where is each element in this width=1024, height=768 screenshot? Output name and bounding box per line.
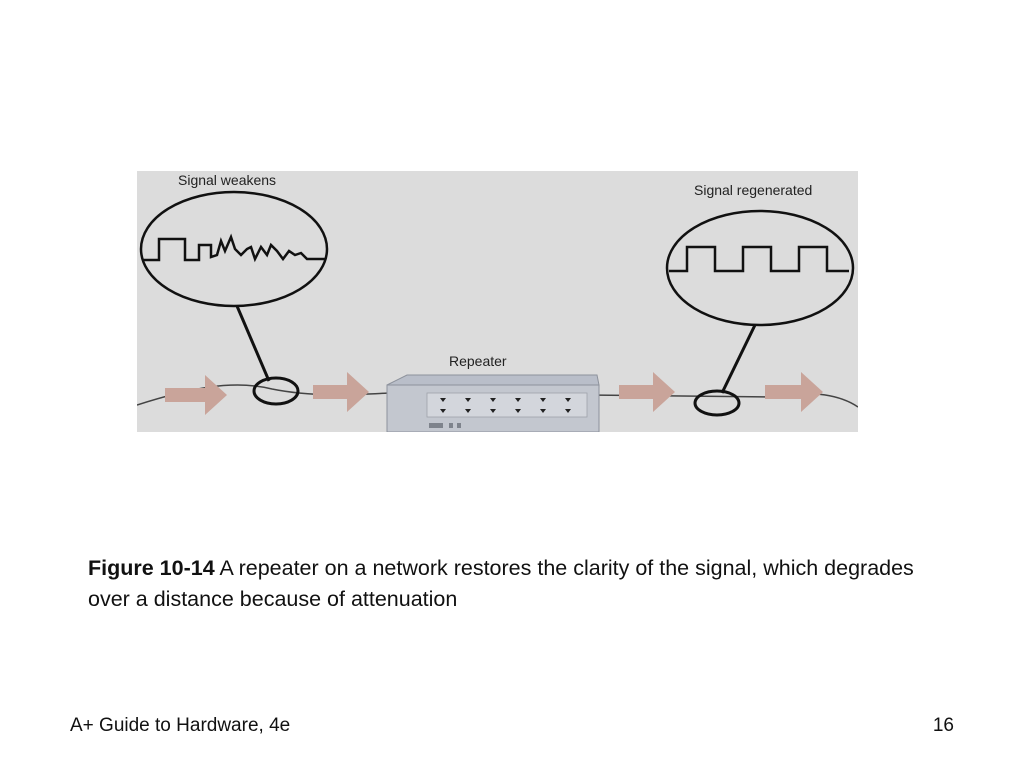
port-indicator — [565, 398, 571, 402]
signal-arrow-4 — [765, 372, 823, 412]
footer-book-title: A+ Guide to Hardware, 4e — [70, 715, 291, 736]
repeater-badge — [429, 423, 443, 428]
regen-signal-probe — [693, 389, 741, 417]
port-indicator — [540, 398, 546, 402]
port-indicator — [515, 398, 521, 402]
port-indicator — [490, 409, 496, 413]
port-indicator — [465, 398, 471, 402]
repeater-badge — [449, 423, 453, 428]
label-signal-weakens: Signal weakens — [178, 172, 276, 188]
port-indicator — [465, 409, 471, 413]
repeater-diagram: Signal weakens Signal regenerated Repeat… — [137, 172, 858, 432]
port-indicator — [515, 409, 521, 413]
repeater-figure: Signal weakens Signal regenerated Repeat… — [137, 171, 858, 432]
port-indicator — [440, 409, 446, 413]
repeater-top — [386, 374, 600, 386]
label-signal-regenerated: Signal regenerated — [694, 182, 812, 198]
weak-signal-waveform — [143, 233, 325, 263]
caption-text: A repeater on a network restores the cla… — [88, 556, 914, 611]
figure-caption: Figure 10-14 A repeater on a network res… — [88, 553, 948, 615]
regen-signal-pointer — [720, 324, 757, 394]
port-indicator — [490, 398, 496, 402]
label-repeater: Repeater — [449, 353, 507, 369]
footer-page-number: 16 — [932, 715, 954, 736]
port-indicator — [565, 409, 571, 413]
repeater-ports — [440, 398, 571, 413]
signal-arrow-2 — [313, 372, 369, 412]
repeater-port-panel — [426, 392, 588, 418]
weak-signal-probe — [252, 376, 300, 406]
regen-signal-waveform — [669, 245, 849, 273]
repeater-device — [386, 374, 600, 432]
signal-arrow-1 — [165, 375, 227, 415]
weak-signal-pointer — [235, 305, 271, 382]
repeater-badge — [457, 423, 461, 428]
port-indicator — [440, 398, 446, 402]
port-indicator — [540, 409, 546, 413]
caption-figure-number: Figure 10-14 — [88, 556, 215, 580]
regen-signal-bubble — [665, 209, 855, 327]
signal-arrow-3 — [619, 372, 675, 412]
